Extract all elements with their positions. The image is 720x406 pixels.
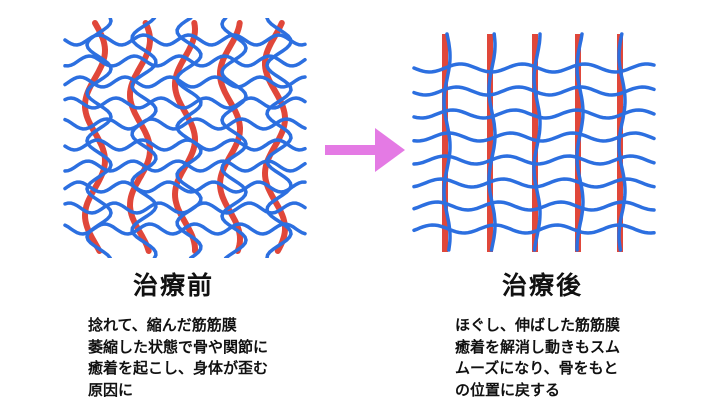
blue-vertical-fiber xyxy=(175,18,203,258)
after-caption-line: ほぐし、伸ばした筋筋膜 xyxy=(455,316,621,334)
after-title: 治療後 xyxy=(502,271,584,300)
blue-horizontal-fiber xyxy=(412,85,656,97)
blue-vertical-fiber xyxy=(130,18,158,258)
red-bone-fiber xyxy=(261,20,289,254)
after-orderly-mesh-illustration xyxy=(412,32,656,252)
after-caption-line: ムーズになり、骨をもと xyxy=(455,359,619,377)
before-horizontal-fibers xyxy=(63,33,307,236)
blue-horizontal-fiber xyxy=(412,62,656,74)
before-caption-line: 捻れて、縮んだ筋筋膜 xyxy=(88,316,237,334)
blue-horizontal-fiber xyxy=(412,108,656,120)
blue-horizontal-fiber xyxy=(412,154,656,166)
blue-horizontal-fiber xyxy=(63,75,307,89)
blue-horizontal-fiber xyxy=(412,200,656,212)
blue-horizontal-fiber xyxy=(63,33,307,47)
blue-horizontal-fiber xyxy=(63,159,307,173)
blue-horizontal-fiber xyxy=(63,96,307,110)
blue-vertical-fiber xyxy=(487,32,497,252)
after-caption-line: 癒着を解消し動きもスム xyxy=(455,337,621,356)
before-caption-line: 癒着を起こし、身体が歪む xyxy=(88,359,269,377)
after-horizontal-fibers xyxy=(412,62,656,235)
blue-horizontal-fiber xyxy=(63,201,307,215)
before-vertical-fibers xyxy=(81,18,293,258)
blue-vertical-fiber xyxy=(442,32,452,252)
after-caption: ほぐし、伸ばした筋筋膜 癒着を解消し動きもスム ムーズになり、骨をもと の位置に… xyxy=(455,315,620,401)
after-caption-line: の位置に戻する xyxy=(455,380,561,399)
blue-horizontal-fiber xyxy=(63,138,307,152)
blue-horizontal-fiber xyxy=(63,180,307,194)
right-arrow-icon xyxy=(325,128,405,172)
blue-vertical-fiber xyxy=(85,18,113,258)
blue-horizontal-fiber xyxy=(412,223,656,235)
blue-vertical-fiber xyxy=(575,32,585,252)
blue-horizontal-fiber xyxy=(412,131,656,143)
before-caption-line: 萎縮した状態で骨や関節に xyxy=(88,337,269,356)
before-title: 治療前 xyxy=(133,271,215,300)
blue-horizontal-fiber xyxy=(412,177,656,189)
before-caption: 捻れて、縮んだ筋筋膜 萎縮した状態で骨や関節に 癒着を起こし、身体が歪む 原因に xyxy=(88,315,268,401)
blue-horizontal-fiber xyxy=(63,222,307,236)
blue-vertical-fiber xyxy=(220,18,248,258)
before-caption-line: 原因に xyxy=(88,380,134,399)
before-tangled-mesh-illustration xyxy=(63,18,307,258)
blue-horizontal-fiber xyxy=(63,54,307,68)
blue-horizontal-fiber xyxy=(63,117,307,131)
